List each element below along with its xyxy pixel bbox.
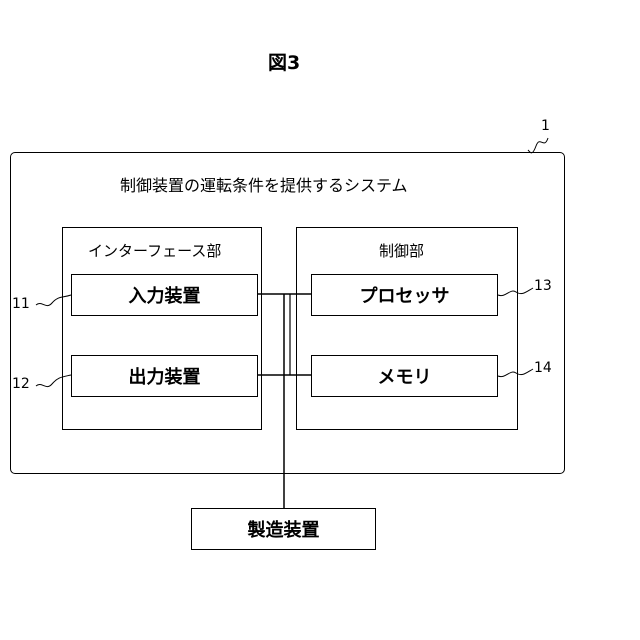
leader-14: [498, 369, 533, 377]
input-device-ref: 11: [12, 296, 30, 312]
processor-ref: 13: [534, 278, 552, 294]
leader-1: [528, 138, 548, 153]
leader-12: [36, 375, 71, 387]
leader-13: [498, 288, 533, 296]
output-device-ref: 12: [12, 376, 30, 392]
leader-11: [36, 295, 71, 306]
memory-ref: 14: [534, 360, 552, 376]
